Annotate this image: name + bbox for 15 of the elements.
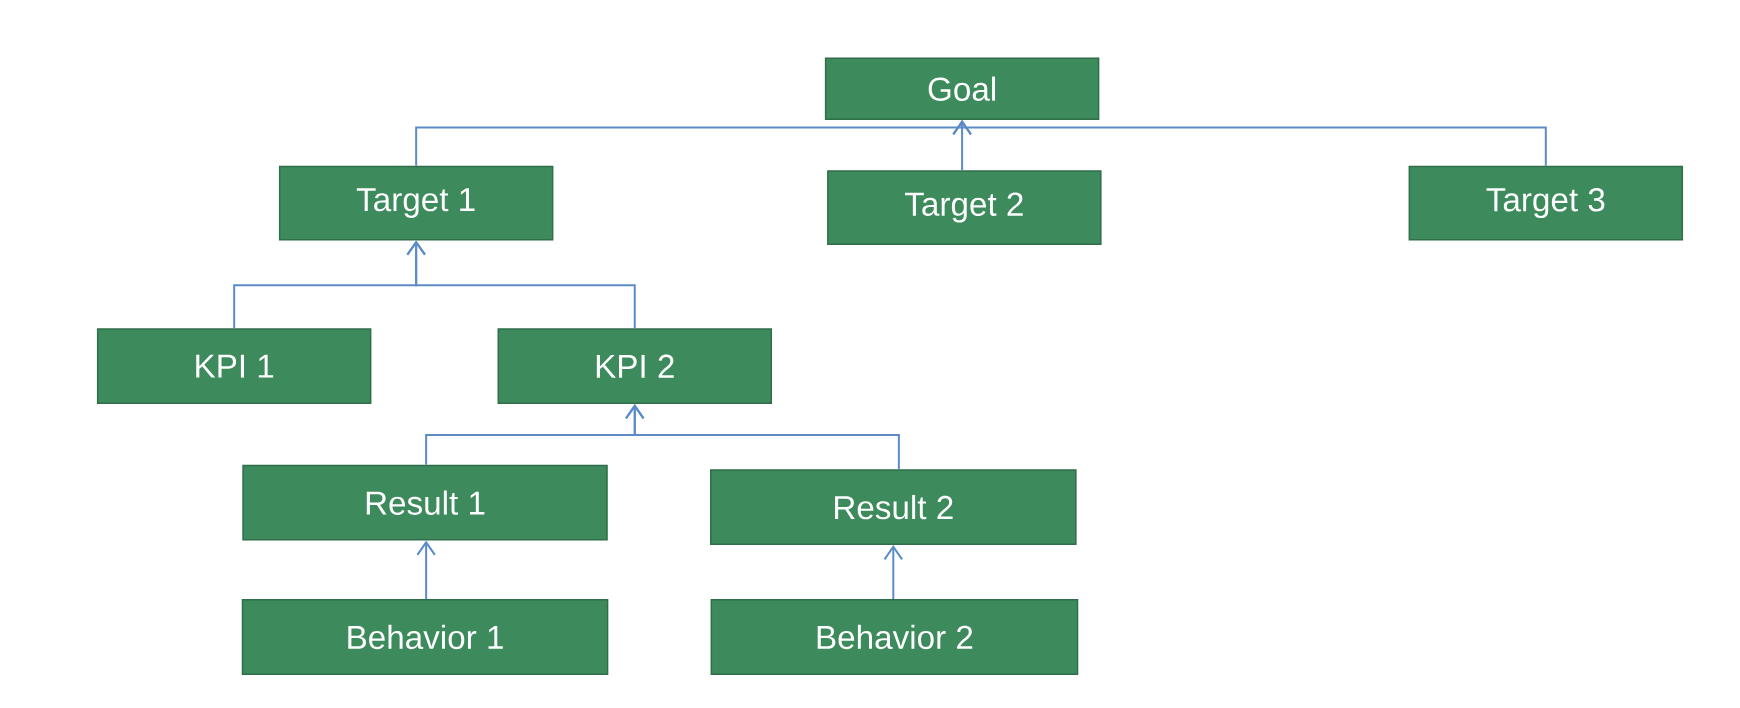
- process-box: Behavior 2: [710, 599, 1079, 675]
- arrow: [406, 240, 636, 330]
- process-box: Behavior 1: [241, 599, 609, 675]
- arrow: [952, 120, 1547, 167]
- arrow: [416, 540, 436, 601]
- process-box: Target 3: [1408, 165, 1684, 241]
- process-box: KPI 1: [96, 328, 372, 405]
- arrow: [625, 404, 900, 471]
- process-box: KPI 2: [497, 328, 772, 405]
- process-box: Result 2: [710, 469, 1077, 546]
- process-box: Result 1: [242, 464, 608, 541]
- arrow: [883, 545, 904, 601]
- process-box: Target 2: [827, 170, 1102, 245]
- process-box: Goal: [824, 57, 1100, 120]
- process-box: Target 1: [278, 165, 554, 241]
